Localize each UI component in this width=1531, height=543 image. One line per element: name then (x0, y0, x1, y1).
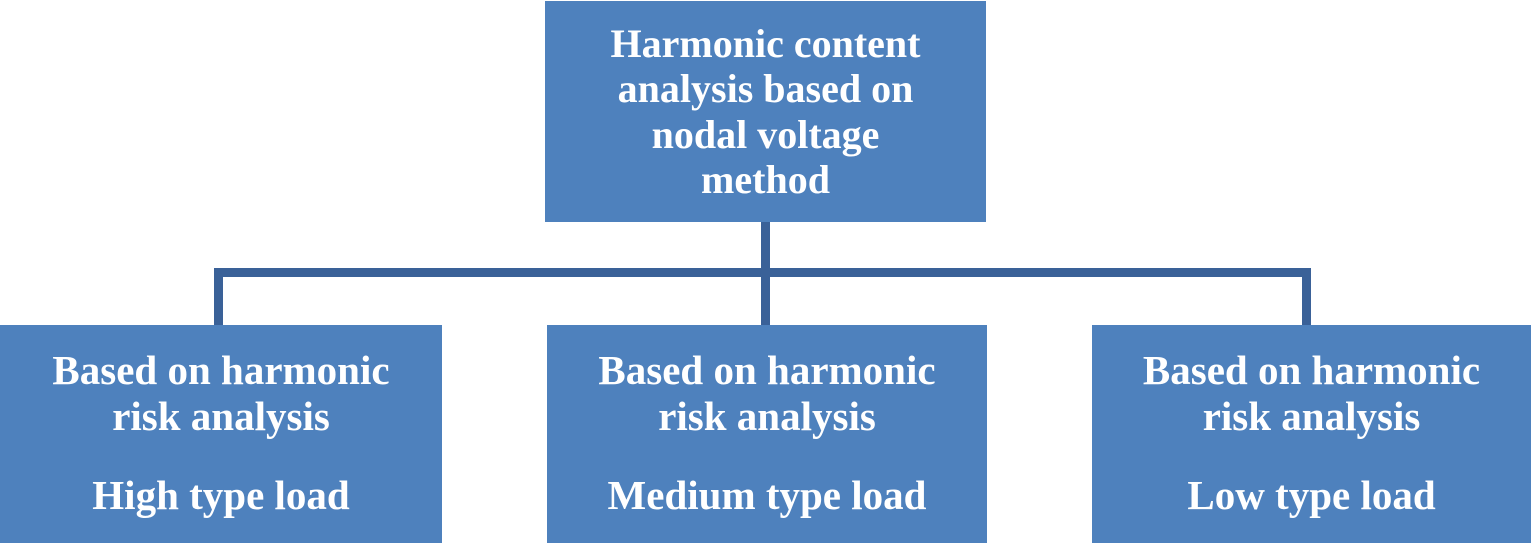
root-node-line-3: nodal voltage (651, 111, 880, 157)
root-node-line-1: Harmonic content (610, 21, 921, 67)
root-node-harmonic-content-analysis[interactable]: Harmonic content analysis based on nodal… (545, 1, 986, 222)
leaf-node-medium-type-load[interactable]: Based on harmonic risk analysis Medium t… (547, 325, 987, 543)
leaf-medium-title-line-2: risk analysis (658, 393, 876, 440)
leaf-medium-title-line-1: Based on harmonic (598, 347, 936, 393)
leaf-medium-title: Based on harmonic risk analysis (547, 347, 987, 440)
leaf-medium-subtitle: Medium type load (607, 471, 927, 518)
root-node-line-2: analysis based on (617, 66, 914, 112)
connector-stem-from-root (761, 222, 770, 272)
leaf-high-title: Based on harmonic risk analysis (0, 347, 442, 440)
leaf-low-title: Based on harmonic risk analysis (1092, 347, 1531, 440)
leaf-high-subtitle: High type load (92, 471, 350, 518)
leaf-low-title-line-2: risk analysis (1202, 393, 1421, 440)
leaf-high-title-line-2: risk analysis (112, 393, 330, 440)
leaf-node-high-type-load[interactable]: Based on harmonic risk analysis High typ… (0, 325, 442, 543)
leaf-low-title-line-1: Based on harmonic (1142, 347, 1481, 393)
connector-drop-to-low-load (1302, 268, 1311, 326)
connector-drop-to-medium-load (761, 268, 770, 326)
root-node-line-4: method (701, 156, 830, 202)
leaf-low-subtitle: Low type load (1187, 471, 1436, 518)
leaf-high-title-line-1: Based on harmonic (52, 347, 390, 393)
connector-drop-to-high-load (214, 268, 223, 326)
leaf-node-low-type-load[interactable]: Based on harmonic risk analysis Low type… (1092, 325, 1531, 543)
